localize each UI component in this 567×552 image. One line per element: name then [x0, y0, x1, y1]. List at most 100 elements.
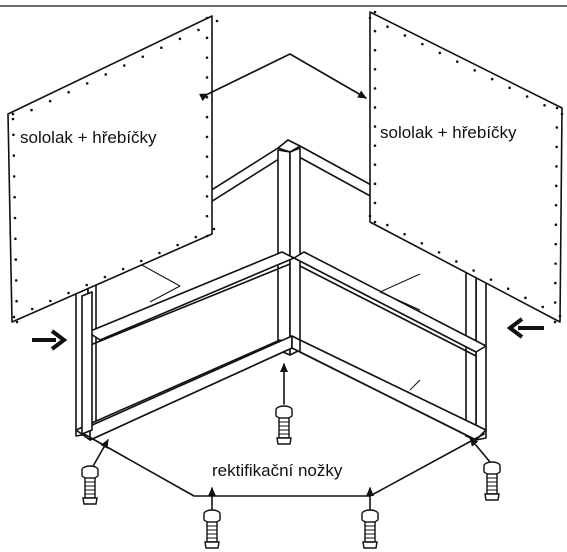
nail-dot	[121, 267, 125, 271]
adjustable-foot	[203, 509, 221, 549]
left-front-post	[81, 291, 93, 435]
nail-dot	[473, 69, 477, 72]
nail-dot	[373, 201, 377, 205]
nail-dot	[455, 60, 459, 63]
nail-dot	[205, 135, 209, 139]
nail-dot	[205, 234, 209, 238]
nail-dot	[12, 154, 16, 157]
left-panel-sheet	[7, 15, 213, 323]
nail-dot	[555, 106, 559, 110]
nail-dot	[104, 73, 108, 76]
nail-dot	[197, 28, 200, 32]
nail-dot	[541, 305, 545, 309]
nail-dot	[560, 112, 564, 116]
nail-dot	[205, 175, 209, 178]
nail-dot	[12, 175, 16, 178]
adjustable-feet	[81, 405, 501, 549]
nail-dot	[558, 314, 562, 318]
nail-dot	[421, 42, 424, 46]
nail-dot	[555, 165, 558, 168]
bottom-rail-left-front	[89, 335, 293, 441]
nail-dot	[205, 36, 209, 40]
left-panel-label: sololak + hřebíčky	[20, 128, 157, 147]
nail-dot	[373, 29, 377, 33]
nail-dot	[49, 299, 52, 303]
nail-dot	[85, 82, 89, 85]
nail-dot	[205, 95, 209, 99]
nail-dot	[554, 262, 557, 265]
nail-dot	[85, 283, 89, 287]
nail-dot	[205, 214, 209, 218]
nail-dot	[438, 51, 442, 55]
nail-dot	[543, 103, 546, 107]
nail-dot	[176, 243, 179, 247]
nail-dot	[12, 133, 15, 137]
right-panel-label: sololak + hřebíčky	[380, 123, 517, 142]
nail-dot	[455, 260, 458, 263]
nail-dot	[403, 34, 407, 37]
nail-dot	[554, 184, 558, 188]
right-back-panel: sololak + hřebíčky	[368, 10, 564, 324]
nail-dot	[141, 55, 145, 58]
nail-dot	[215, 19, 219, 23]
nail-dot	[554, 281, 557, 285]
nail-dot	[555, 145, 558, 149]
left-push-arrow	[32, 329, 68, 351]
nail-dot	[122, 64, 126, 67]
left-panel-nail-dots	[11, 16, 219, 324]
nail-dot	[205, 56, 209, 59]
nail-dot	[12, 315, 16, 319]
nail-dot	[15, 320, 19, 324]
nail-dot	[48, 99, 52, 103]
nail-dot	[490, 77, 494, 81]
nail-dot	[386, 25, 389, 29]
nail-dot	[554, 242, 558, 246]
nail-dot	[554, 223, 558, 227]
panel-connector-line	[199, 53, 367, 102]
nail-dot	[205, 16, 209, 20]
adjustable-foot	[81, 465, 99, 505]
nail-dot	[67, 90, 70, 94]
nail-dot	[420, 241, 424, 245]
center-post-side	[289, 147, 301, 356]
feet-label: rektifikační nožky	[212, 461, 343, 480]
nail-dot	[525, 95, 529, 98]
adjustable-foot	[483, 461, 501, 501]
nail-dot	[373, 182, 377, 186]
nail-dot	[67, 291, 70, 295]
right-push-arrow	[506, 317, 544, 339]
nail-dot	[194, 235, 198, 239]
nail-dot	[373, 87, 377, 90]
nail-dot	[160, 46, 163, 50]
nail-dot	[555, 126, 559, 129]
nail-dot	[373, 67, 377, 71]
nail-dot	[14, 279, 18, 282]
nail-dot	[506, 287, 510, 291]
nail-dot	[158, 251, 161, 255]
nail-dot	[373, 144, 377, 147]
panel-connector-arrows	[199, 53, 367, 102]
nail-dot	[373, 125, 377, 128]
nail-dot	[14, 258, 18, 261]
nail-dot	[472, 269, 475, 272]
bottom-rail-right	[291, 335, 487, 441]
nail-dot	[14, 237, 17, 241]
nail-dot	[368, 16, 372, 20]
nail-dot	[385, 223, 389, 227]
nail-dot	[205, 115, 209, 119]
nail-dot	[30, 307, 34, 311]
nail-dot	[205, 155, 209, 159]
nail-dot	[508, 86, 511, 90]
nail-dot	[103, 275, 107, 279]
adjustable-foot	[275, 405, 293, 445]
nail-dot	[373, 10, 377, 14]
nail-dot	[13, 216, 17, 220]
nail-dot	[15, 299, 18, 303]
nail-dot	[373, 163, 377, 167]
nail-dot	[373, 220, 377, 224]
nail-dot	[524, 296, 527, 300]
nail-dot	[139, 259, 143, 263]
left-back-panel: sololak + hřebíčky	[7, 15, 219, 324]
nail-dot	[205, 195, 209, 198]
